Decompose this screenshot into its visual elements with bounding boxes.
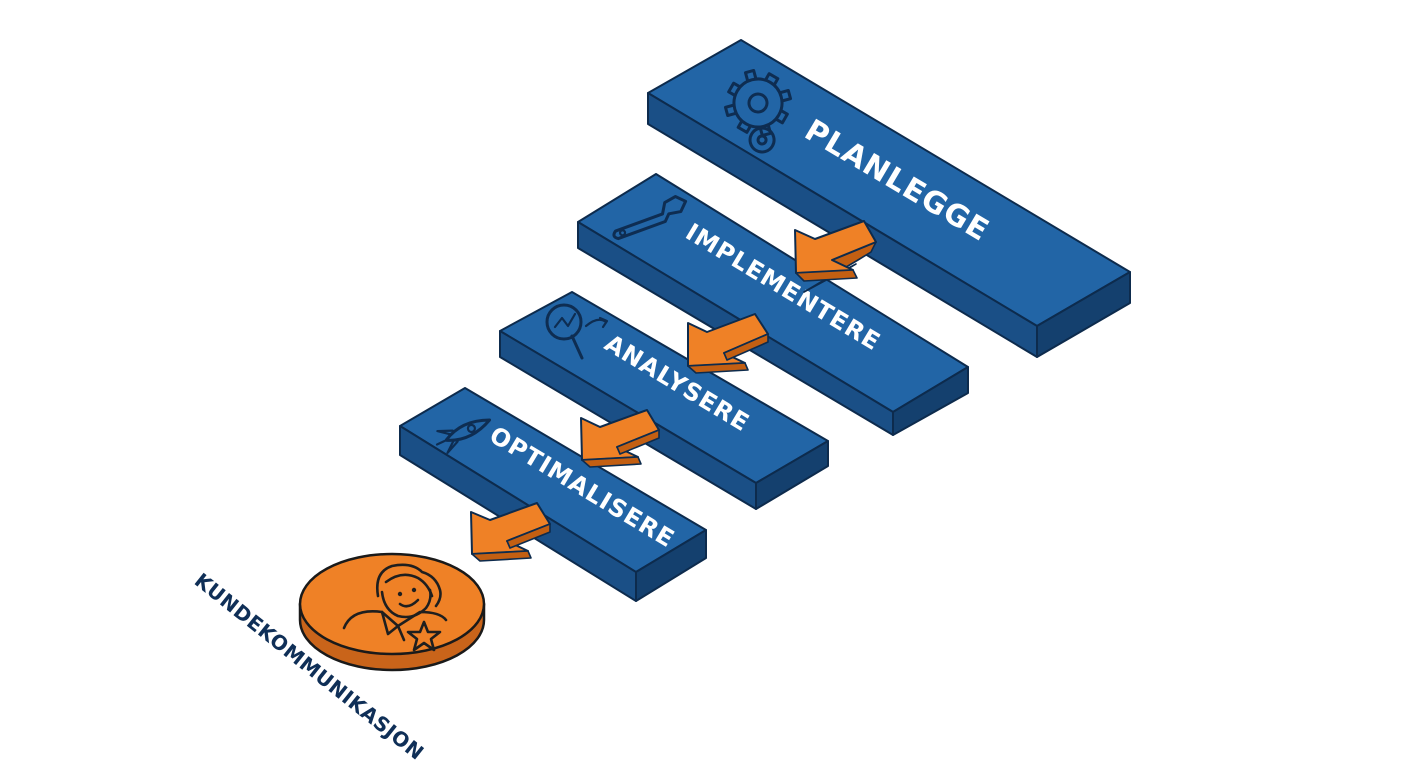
step-bar-side — [635, 529, 707, 602]
customer-disc — [298, 552, 486, 672]
arrow-implementere-to-analysere — [687, 313, 769, 374]
step-bar-planlegge: PLANLEGGE — [647, 39, 1131, 358]
customer-disc-top — [298, 552, 486, 656]
customer-star-icon — [342, 563, 448, 652]
arrow-planlegge-to-implementere — [794, 220, 877, 293]
arrow-optimalisere-to-kundekommunikasjon — [470, 502, 551, 562]
step-bar-side — [1036, 271, 1131, 358]
wrench-icon — [612, 195, 688, 241]
gears-icon — [723, 68, 793, 154]
step-bar-side — [755, 440, 829, 510]
step-bar-side — [892, 366, 969, 436]
arrow-analysere-to-optimalisere — [580, 409, 660, 468]
magnifier-chart-icon — [545, 303, 609, 360]
rocket-icon — [435, 418, 492, 454]
